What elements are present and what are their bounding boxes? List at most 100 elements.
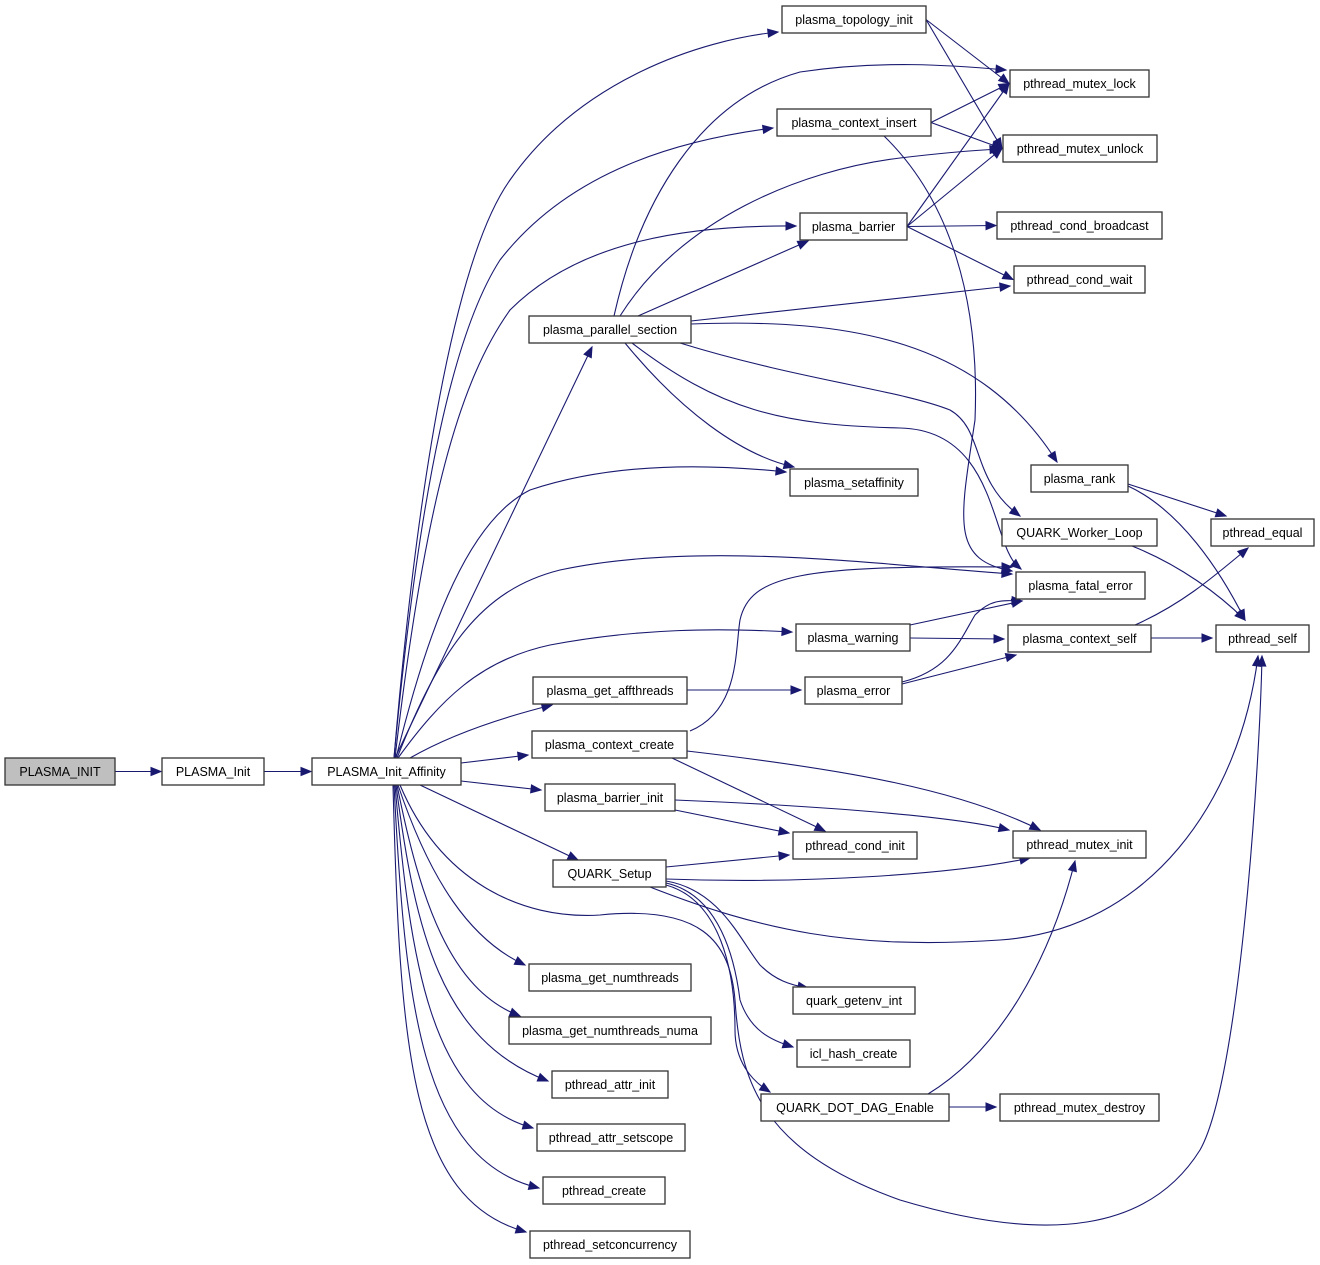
node-QUARK_DOT_DAG_Enable[interactable]: QUARK_DOT_DAG_Enable	[760, 1093, 950, 1122]
arrowhead-icon	[985, 220, 998, 231]
node-box[interactable]	[551, 1070, 669, 1099]
node-plasma_get_numthreads_numa[interactable]: plasma_get_numthreads_numa	[508, 1016, 712, 1045]
node-box[interactable]	[508, 1016, 712, 1045]
node-box[interactable]	[792, 986, 916, 1015]
node-PLASMA_INIT[interactable]: PLASMA_INIT	[4, 757, 116, 786]
edge-line	[409, 704, 553, 759]
node-box[interactable]	[776, 108, 932, 137]
node-label: plasma_rank	[1044, 472, 1116, 486]
node-pthread_setconcurrency[interactable]: pthread_setconcurrency	[529, 1230, 691, 1259]
node-box[interactable]	[999, 1093, 1160, 1122]
node-pthread_attr_setscope[interactable]: pthread_attr_setscope	[536, 1123, 686, 1152]
edge-plasma_error-to-plasma_context_self	[901, 652, 1018, 685]
node-box[interactable]	[1013, 265, 1146, 294]
node-pthread_mutex_init[interactable]: pthread_mutex_init	[1012, 830, 1147, 859]
edge-plasma_parallel_section-to-plasma_fatal_error	[631, 342, 1023, 570]
node-quark_getenv_int[interactable]: quark_getenv_int	[792, 986, 916, 1015]
edge-PLASMA_Init_Affinity-to-plasma_barrier_init	[460, 780, 543, 794]
node-QUARK_Worker_Loop[interactable]: QUARK_Worker_Loop	[1001, 518, 1158, 547]
node-box[interactable]	[1015, 571, 1146, 600]
node-pthread_create[interactable]: pthread_create	[542, 1176, 666, 1205]
node-plasma_get_numthreads[interactable]: plasma_get_numthreads	[528, 963, 692, 992]
node-box[interactable]	[1210, 518, 1315, 547]
node-icl_hash_create[interactable]: icl_hash_create	[796, 1039, 911, 1068]
node-box[interactable]	[1007, 624, 1152, 653]
node-box[interactable]	[542, 1176, 666, 1205]
node-plasma_warning[interactable]: plasma_warning	[795, 623, 911, 652]
node-plasma_context_insert[interactable]: plasma_context_insert	[776, 108, 932, 137]
node-box[interactable]	[4, 757, 116, 786]
node-box[interactable]	[161, 757, 265, 786]
node-box[interactable]	[760, 1093, 950, 1122]
node-plasma_fatal_error[interactable]: plasma_fatal_error	[1015, 571, 1146, 600]
node-plasma_context_create[interactable]: plasma_context_create	[531, 730, 688, 759]
node-box[interactable]	[529, 1230, 691, 1259]
node-box[interactable]	[996, 211, 1163, 240]
node-plasma_parallel_section[interactable]: plasma_parallel_section	[528, 315, 692, 344]
node-box[interactable]	[792, 831, 918, 860]
edge-plasma_parallel_section-to-pthread_mutex_unlock	[619, 144, 1002, 317]
node-plasma_setaffinity[interactable]: plasma_setaffinity	[789, 468, 919, 497]
edge-plasma_barrier-to-pthread_cond_wait	[906, 226, 1015, 281]
node-box[interactable]	[804, 676, 903, 705]
node-box[interactable]	[795, 623, 911, 652]
edge-plasma_parallel_section-to-plasma_barrier	[637, 240, 810, 317]
edge-line	[930, 121, 1003, 150]
arrowhead-icon	[150, 766, 163, 777]
node-box[interactable]	[528, 315, 692, 344]
arrowhead-icon	[1201, 633, 1214, 643]
node-box[interactable]	[1012, 830, 1147, 859]
node-plasma_rank[interactable]: plasma_rank	[1030, 464, 1129, 493]
node-box[interactable]	[528, 963, 692, 992]
node-PLASMA_Init[interactable]: PLASMA_Init	[161, 757, 265, 786]
node-pthread_cond_init[interactable]: pthread_cond_init	[792, 831, 918, 860]
node-plasma_barrier[interactable]: plasma_barrier	[799, 212, 908, 241]
node-pthread_mutex_lock[interactable]: pthread_mutex_lock	[1009, 69, 1150, 98]
node-box[interactable]	[552, 859, 667, 888]
edge-line	[901, 600, 1023, 683]
node-box[interactable]	[1002, 134, 1158, 163]
edge-line	[419, 784, 579, 861]
node-label: pthread_mutex_lock	[1023, 77, 1136, 91]
edge-QUARK_Setup-to-pthread_self	[649, 654, 1262, 944]
edge-PLASMA_Init_Affinity-to-plasma_get_affthreads	[409, 702, 554, 759]
node-box[interactable]	[1030, 464, 1129, 493]
edge-plasma_barrier_init-to-pthread_cond_init	[674, 809, 791, 836]
node-plasma_get_affthreads[interactable]: plasma_get_affthreads	[532, 676, 688, 705]
node-label: QUARK_Worker_Loop	[1016, 526, 1142, 540]
edge-plasma_barrier_init-to-pthread_mutex_init	[674, 799, 1011, 833]
edge-plasma_context_self-to-pthread_self	[1151, 633, 1214, 643]
node-box[interactable]	[531, 730, 688, 759]
node-plasma_context_self[interactable]: plasma_context_self	[1007, 624, 1152, 653]
node-plasma_topology_init[interactable]: plasma_topology_init	[781, 5, 927, 34]
node-PLASMA_Init_Affinity[interactable]: PLASMA_Init_Affinity	[311, 757, 462, 786]
node-pthread_equal[interactable]: pthread_equal	[1210, 518, 1315, 547]
node-box[interactable]	[789, 468, 919, 497]
node-box[interactable]	[311, 757, 462, 786]
node-box[interactable]	[536, 1123, 686, 1152]
node-pthread_self[interactable]: pthread_self	[1215, 624, 1310, 653]
node-pthread_cond_wait[interactable]: pthread_cond_wait	[1013, 265, 1146, 294]
edge-plasma_warning-to-plasma_context_self	[909, 634, 1006, 644]
node-box[interactable]	[796, 1039, 911, 1068]
node-plasma_error[interactable]: plasma_error	[804, 676, 903, 705]
node-label: pthread_mutex_destroy	[1014, 1101, 1146, 1115]
node-box[interactable]	[781, 5, 927, 34]
node-box[interactable]	[1009, 69, 1150, 98]
node-box[interactable]	[1215, 624, 1310, 653]
edge-line	[396, 784, 521, 1017]
node-box[interactable]	[532, 676, 688, 705]
node-pthread_attr_init[interactable]: pthread_attr_init	[551, 1070, 669, 1099]
edge-line	[460, 780, 542, 791]
node-QUARK_Setup[interactable]: QUARK_Setup	[552, 859, 667, 888]
node-plasma_barrier_init[interactable]: plasma_barrier_init	[544, 783, 676, 812]
node-box[interactable]	[544, 783, 676, 812]
node-pthread_mutex_destroy[interactable]: pthread_mutex_destroy	[999, 1093, 1160, 1122]
node-box[interactable]	[799, 212, 908, 241]
node-pthread_mutex_unlock[interactable]: pthread_mutex_unlock	[1002, 134, 1158, 163]
node-box[interactable]	[1001, 518, 1158, 547]
edge-line	[906, 224, 997, 228]
arrowhead-icon	[1001, 562, 1014, 572]
edge-QUARK_Setup-to-icl_hash_create	[665, 882, 795, 1049]
node-pthread_cond_broadcast[interactable]: pthread_cond_broadcast	[996, 211, 1163, 240]
